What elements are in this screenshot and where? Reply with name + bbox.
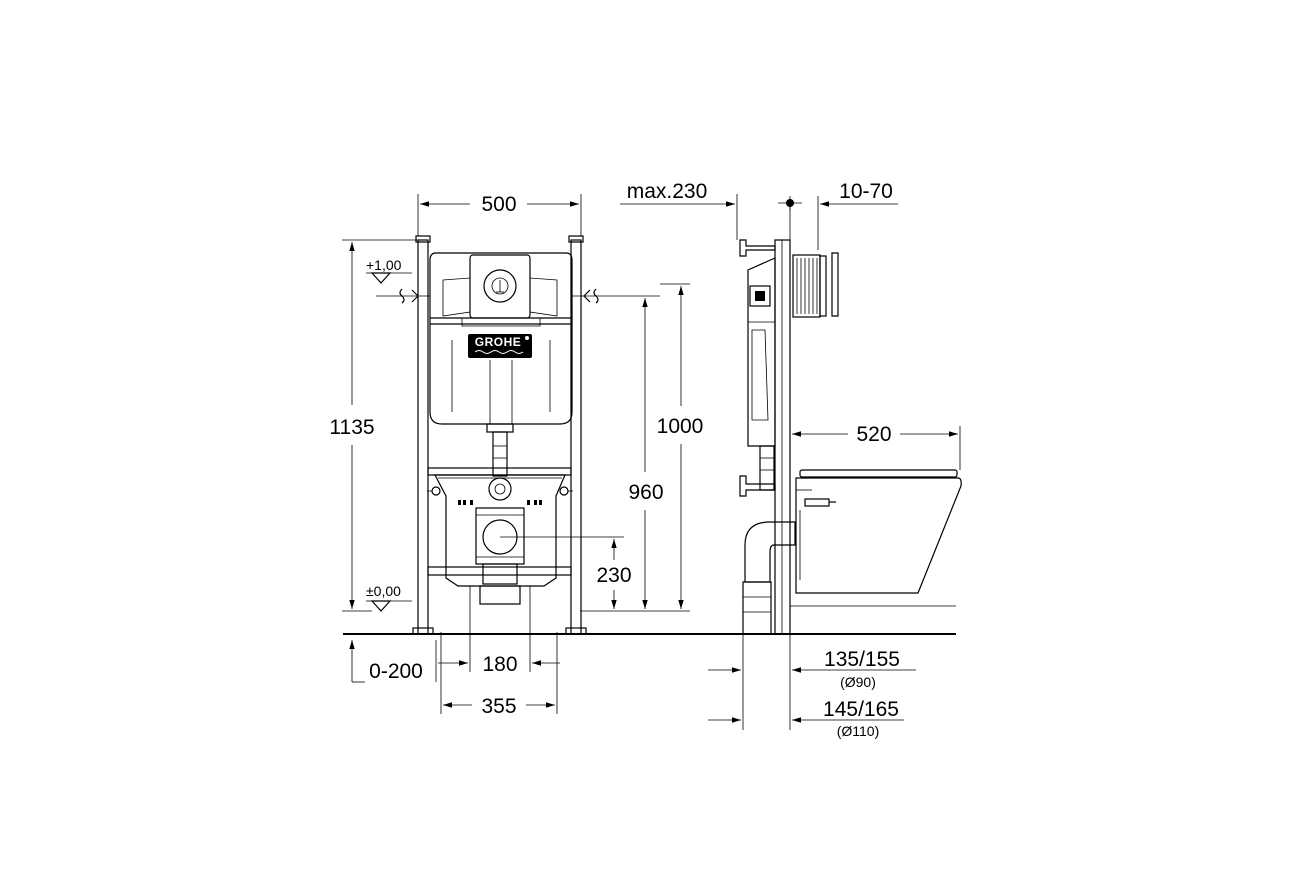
dim-height-1135: 1135	[329, 239, 418, 612]
dim-max-230-label: max.230	[627, 180, 708, 203]
wc-seat	[799, 469, 958, 478]
dim-1135-label: 1135	[329, 416, 374, 439]
dim-355-label: 355	[481, 695, 516, 718]
dim-max-230: max.230	[620, 180, 738, 240]
dim-1000-label: 1000	[657, 415, 704, 438]
waste-pipe	[742, 521, 796, 635]
wc-pan	[790, 469, 962, 607]
level-marker-floor: ±0,00	[366, 583, 412, 612]
dim-offset-0-200: 0-200	[349, 640, 437, 683]
dim-500-label: 500	[481, 193, 516, 216]
water-inlet-left	[376, 288, 430, 304]
side-frame	[774, 239, 791, 635]
wall-bracket-bottom	[739, 475, 776, 497]
crossbar-upper	[427, 467, 572, 476]
front-view: GROHE	[366, 235, 660, 635]
side-view	[739, 204, 962, 635]
foot-left	[412, 627, 434, 635]
flush-pipe	[486, 423, 514, 477]
dim-height-1000: 1000	[580, 283, 704, 612]
level-floor-label: ±0,00	[366, 583, 401, 599]
cistern-side	[747, 257, 776, 447]
flush-plate-opening	[469, 254, 531, 319]
bolt-marks	[458, 500, 542, 505]
dim-135-155-label: 135/155	[824, 648, 900, 671]
dim-0-200-label: 0-200	[369, 660, 423, 683]
cistern: GROHE	[429, 252, 573, 425]
crossbar-lower	[427, 566, 572, 576]
dim-d90-label: (Ø90)	[840, 674, 876, 690]
dim-outlet-90: 135/155 (Ø90)	[708, 634, 916, 730]
wall-bracket-top	[739, 239, 776, 257]
grohe-logo-text: GROHE	[475, 335, 522, 349]
dim-wall-10-70: 10-70	[778, 180, 898, 250]
water-inlet-right	[572, 288, 660, 304]
dim-height-960: 960	[628, 298, 664, 609]
dim-width-500: 500	[417, 193, 582, 236]
dim-d110-label: (Ø110)	[837, 723, 880, 739]
dim-520-label: 520	[856, 423, 891, 446]
wc-bracket	[427, 474, 573, 605]
dim-depth-520: 520	[792, 423, 961, 470]
flush-inlet-circle	[488, 477, 512, 501]
dim-axis-180: 180	[438, 586, 560, 676]
dim-bolt-355: 355	[440, 632, 558, 718]
dim-230-label: 230	[596, 564, 631, 587]
dim-180-label: 180	[482, 653, 517, 676]
grohe-logo	[468, 334, 532, 358]
flush-valve-circle	[483, 269, 517, 303]
actuator-plate	[792, 252, 839, 318]
level-marker-top: +1,00	[366, 257, 412, 284]
level-top-label: +1,00	[366, 257, 402, 273]
foot-right	[565, 627, 587, 635]
outlet-collar	[479, 585, 521, 605]
dim-145-165-label: 145/165	[823, 698, 899, 721]
dim-outlet-110: 145/165 (Ø110)	[708, 698, 904, 739]
dim-10-70-label: 10-70	[839, 180, 893, 203]
dim-height-230: 230	[500, 536, 632, 609]
dim-960-label: 960	[628, 481, 663, 504]
